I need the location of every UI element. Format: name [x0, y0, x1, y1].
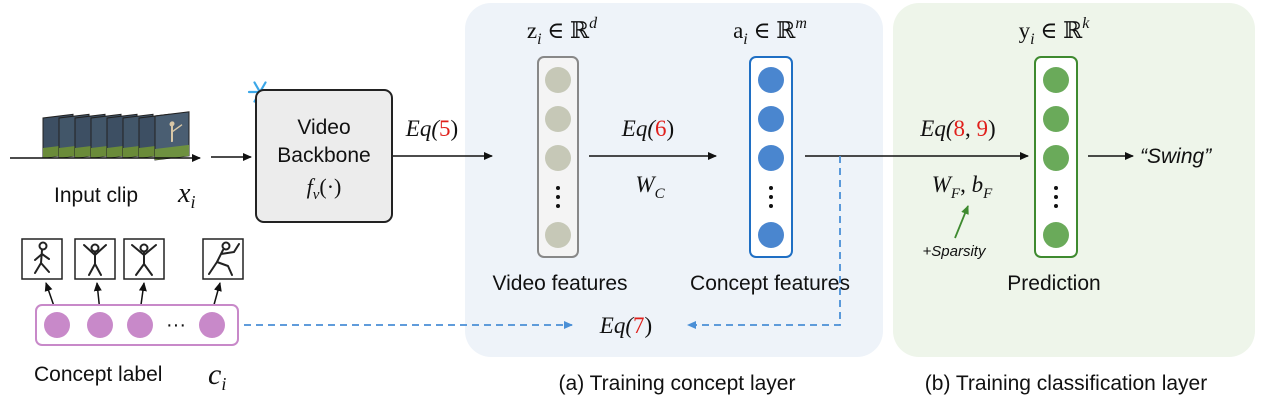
purple-node	[87, 312, 113, 338]
output-label: “Swing”	[1140, 145, 1212, 168]
green-node	[1043, 145, 1069, 171]
concept-features-caption: Concept features	[690, 272, 850, 295]
green-node	[1043, 222, 1069, 248]
input-clip-caption: Input clip	[54, 184, 138, 207]
a-vector-label: ai ∈ ℝm	[733, 15, 807, 48]
section-a-caption: (a) Training concept layer	[559, 372, 796, 395]
gray-node	[545, 67, 571, 93]
green-node	[1043, 106, 1069, 132]
swinging-person-icon	[202, 238, 244, 280]
dashed-concept-link	[687, 156, 841, 329]
backbone-function: fv(·)	[307, 174, 342, 203]
z-vector-label: zi ∈ ℝd	[527, 15, 598, 48]
video-backbone-box	[255, 89, 393, 223]
backbone-label-line1: Video	[297, 116, 350, 139]
vertical-dots	[556, 186, 560, 208]
arms-up-person-icon	[74, 238, 116, 280]
prediction-caption: Prediction	[1007, 272, 1100, 295]
concept-label-caption: Concept label	[34, 363, 162, 386]
wf-bf-label: WF, bF	[932, 172, 993, 202]
walking-person-icon	[21, 238, 63, 280]
purple-node	[199, 312, 225, 338]
blue-node	[758, 145, 784, 171]
sparsity-label: +Sparsity	[923, 243, 987, 260]
purple-node	[44, 312, 70, 338]
gray-node	[545, 106, 571, 132]
sparsity-arrow	[954, 205, 969, 239]
vertical-dots	[769, 186, 773, 208]
eq5-label: Eq(5)	[405, 116, 458, 141]
eq7-label: Eq(7)	[599, 313, 652, 338]
purple-node	[127, 312, 153, 338]
eq89-label: Eq(8, 9)	[919, 116, 995, 141]
blue-node	[758, 222, 784, 248]
wc-label: WC	[635, 172, 665, 202]
vertical-dots	[1054, 186, 1058, 208]
input-variable: xi	[177, 178, 195, 212]
jumping-person-icon	[123, 238, 165, 280]
concept-variable: ci	[208, 358, 226, 394]
eq6-label: Eq(6)	[621, 116, 674, 141]
video-features-caption: Video features	[492, 272, 627, 295]
horizontal-dots: ···	[166, 314, 186, 336]
input-clip-frames	[42, 111, 190, 161]
backbone-label-line2: Backbone	[277, 144, 370, 167]
gray-node	[545, 222, 571, 248]
green-node	[1043, 67, 1069, 93]
blue-node	[758, 67, 784, 93]
gray-node	[545, 145, 571, 171]
y-vector-label: yi ∈ ℝk	[1019, 15, 1091, 48]
blue-node	[758, 106, 784, 132]
panel-concept-layer	[465, 3, 883, 357]
section-b-caption: (b) Training classification layer	[925, 372, 1207, 395]
